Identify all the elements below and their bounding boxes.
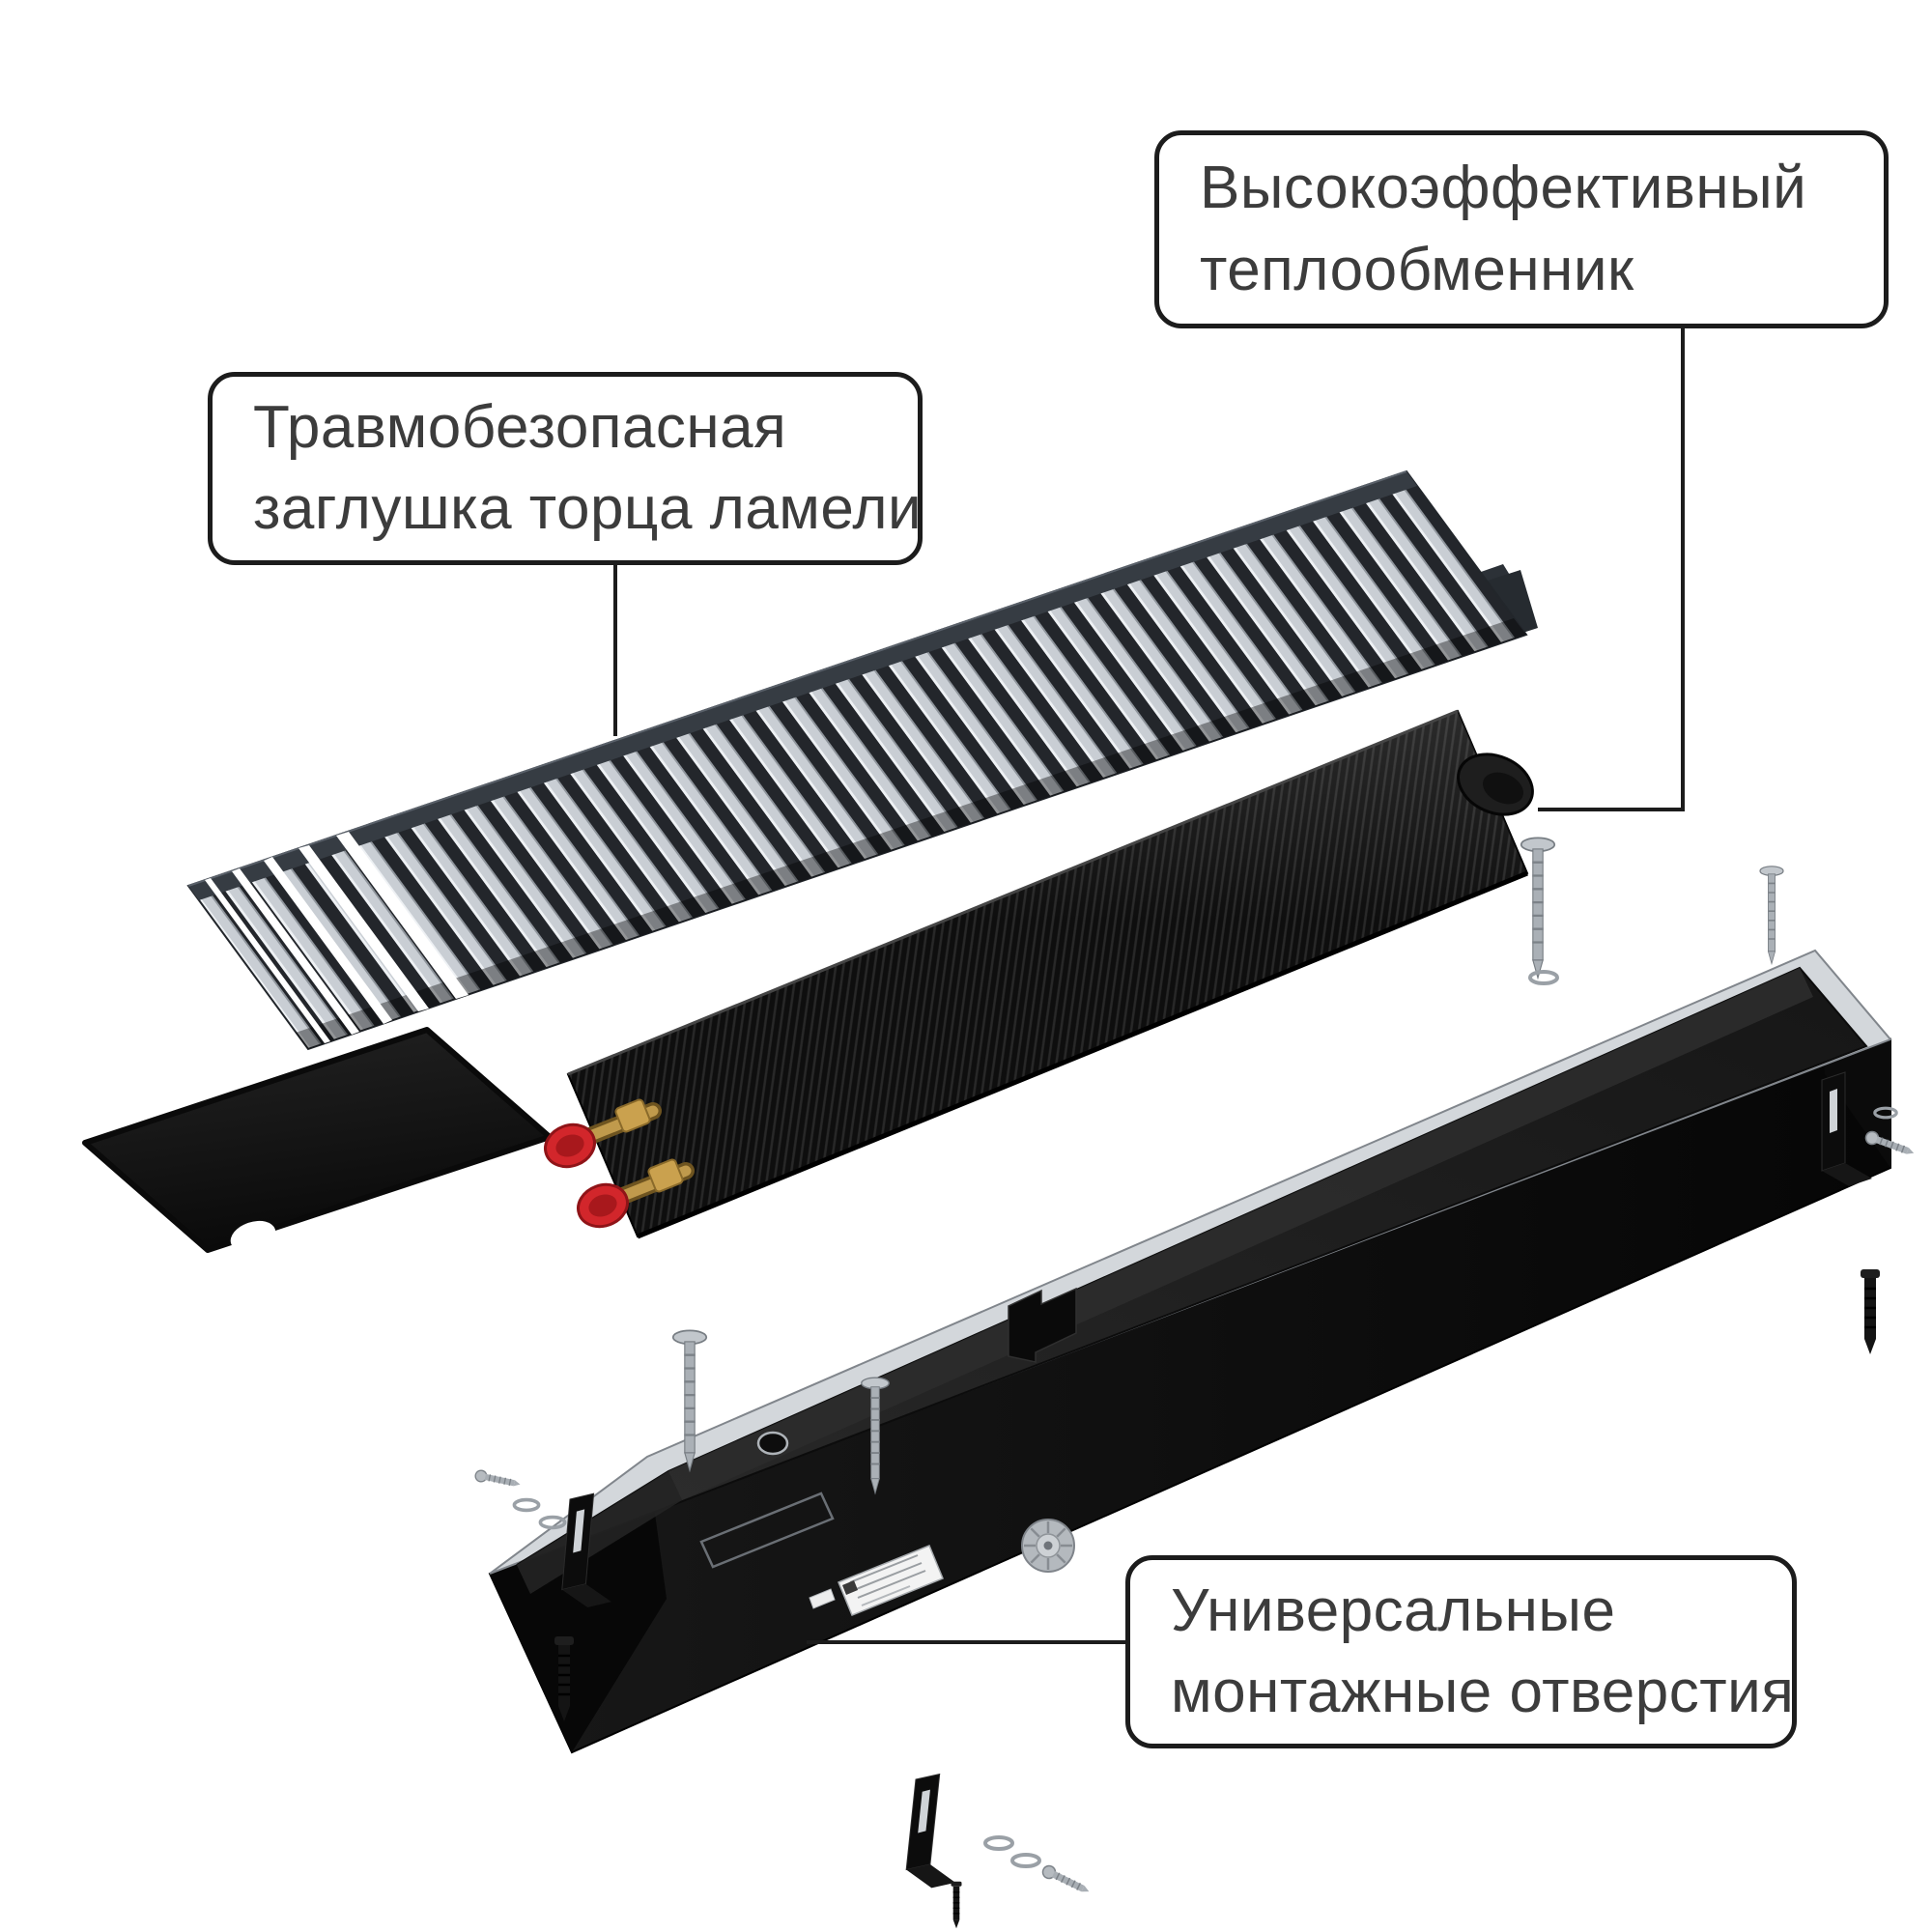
washer-top-right bbox=[1528, 970, 1559, 985]
trench-casing bbox=[488, 949, 1892, 1754]
callout-lamella-end-cap-line2: заглушка торца ламели bbox=[253, 475, 923, 542]
washer-bottom-2 bbox=[1010, 1853, 1041, 1868]
heat-exchanger bbox=[544, 709, 1534, 1239]
internal-bracket bbox=[1008, 1287, 1077, 1363]
grille-top-highlight bbox=[187, 470, 1407, 887]
valve-caps-red bbox=[544, 1122, 629, 1229]
product-label bbox=[809, 1545, 944, 1616]
callout-mounting-holes-line1: Универсальные bbox=[1171, 1577, 1616, 1644]
grille-near-edge-shade bbox=[296, 618, 1526, 1049]
plate-notch bbox=[230, 1220, 276, 1253]
callout-lamella-end-cap-line1: Травмобезопасная bbox=[253, 393, 787, 461]
callout-mounting-holes-line2: монтажные отверстия bbox=[1171, 1659, 1795, 1725]
washer-bottom-1 bbox=[983, 1835, 1014, 1851]
bolt-bottom bbox=[1039, 1862, 1093, 1898]
drain-hole bbox=[756, 1431, 789, 1456]
collector-boss-inner bbox=[1482, 772, 1524, 805]
end-cap-plate bbox=[82, 1027, 553, 1253]
callout-heat-exchanger-line1: Высокоэффективный bbox=[1200, 155, 1807, 222]
connection-pipes bbox=[577, 1098, 695, 1207]
callout-lamella-end-cap: Травмобезопасная заглушка торца ламели bbox=[208, 372, 923, 565]
casing-inner-far-wall bbox=[668, 968, 1813, 1500]
screw-top-right-2 bbox=[1759, 865, 1784, 965]
bolt-left bbox=[473, 1468, 523, 1492]
knockout-outline bbox=[699, 1492, 835, 1569]
lamella-end-cap-strip bbox=[188, 471, 1417, 900]
mounting-grommet bbox=[1021, 1519, 1075, 1573]
bracket-bottom bbox=[904, 1771, 968, 1891]
dowel-right bbox=[1859, 1267, 1882, 1356]
roll-grille bbox=[186, 469, 1528, 1051]
screw-top-right-1 bbox=[1520, 837, 1556, 980]
callout-mounting-holes: Универсальные монтажные отверстия bbox=[1125, 1555, 1797, 1748]
casing-inner-left-wall bbox=[517, 1471, 682, 1594]
leader-lines bbox=[613, 327, 1685, 1644]
callout-heat-exchanger: Высокоэффективный теплообменник bbox=[1154, 130, 1889, 328]
callout-heat-exchanger-line2: теплообменник bbox=[1200, 236, 1634, 303]
leader-heat-exchanger bbox=[1538, 327, 1685, 811]
dowel-bottom bbox=[950, 1881, 963, 1929]
grille-roll-gaps bbox=[205, 832, 469, 1043]
washer-left-1 bbox=[512, 1497, 541, 1513]
